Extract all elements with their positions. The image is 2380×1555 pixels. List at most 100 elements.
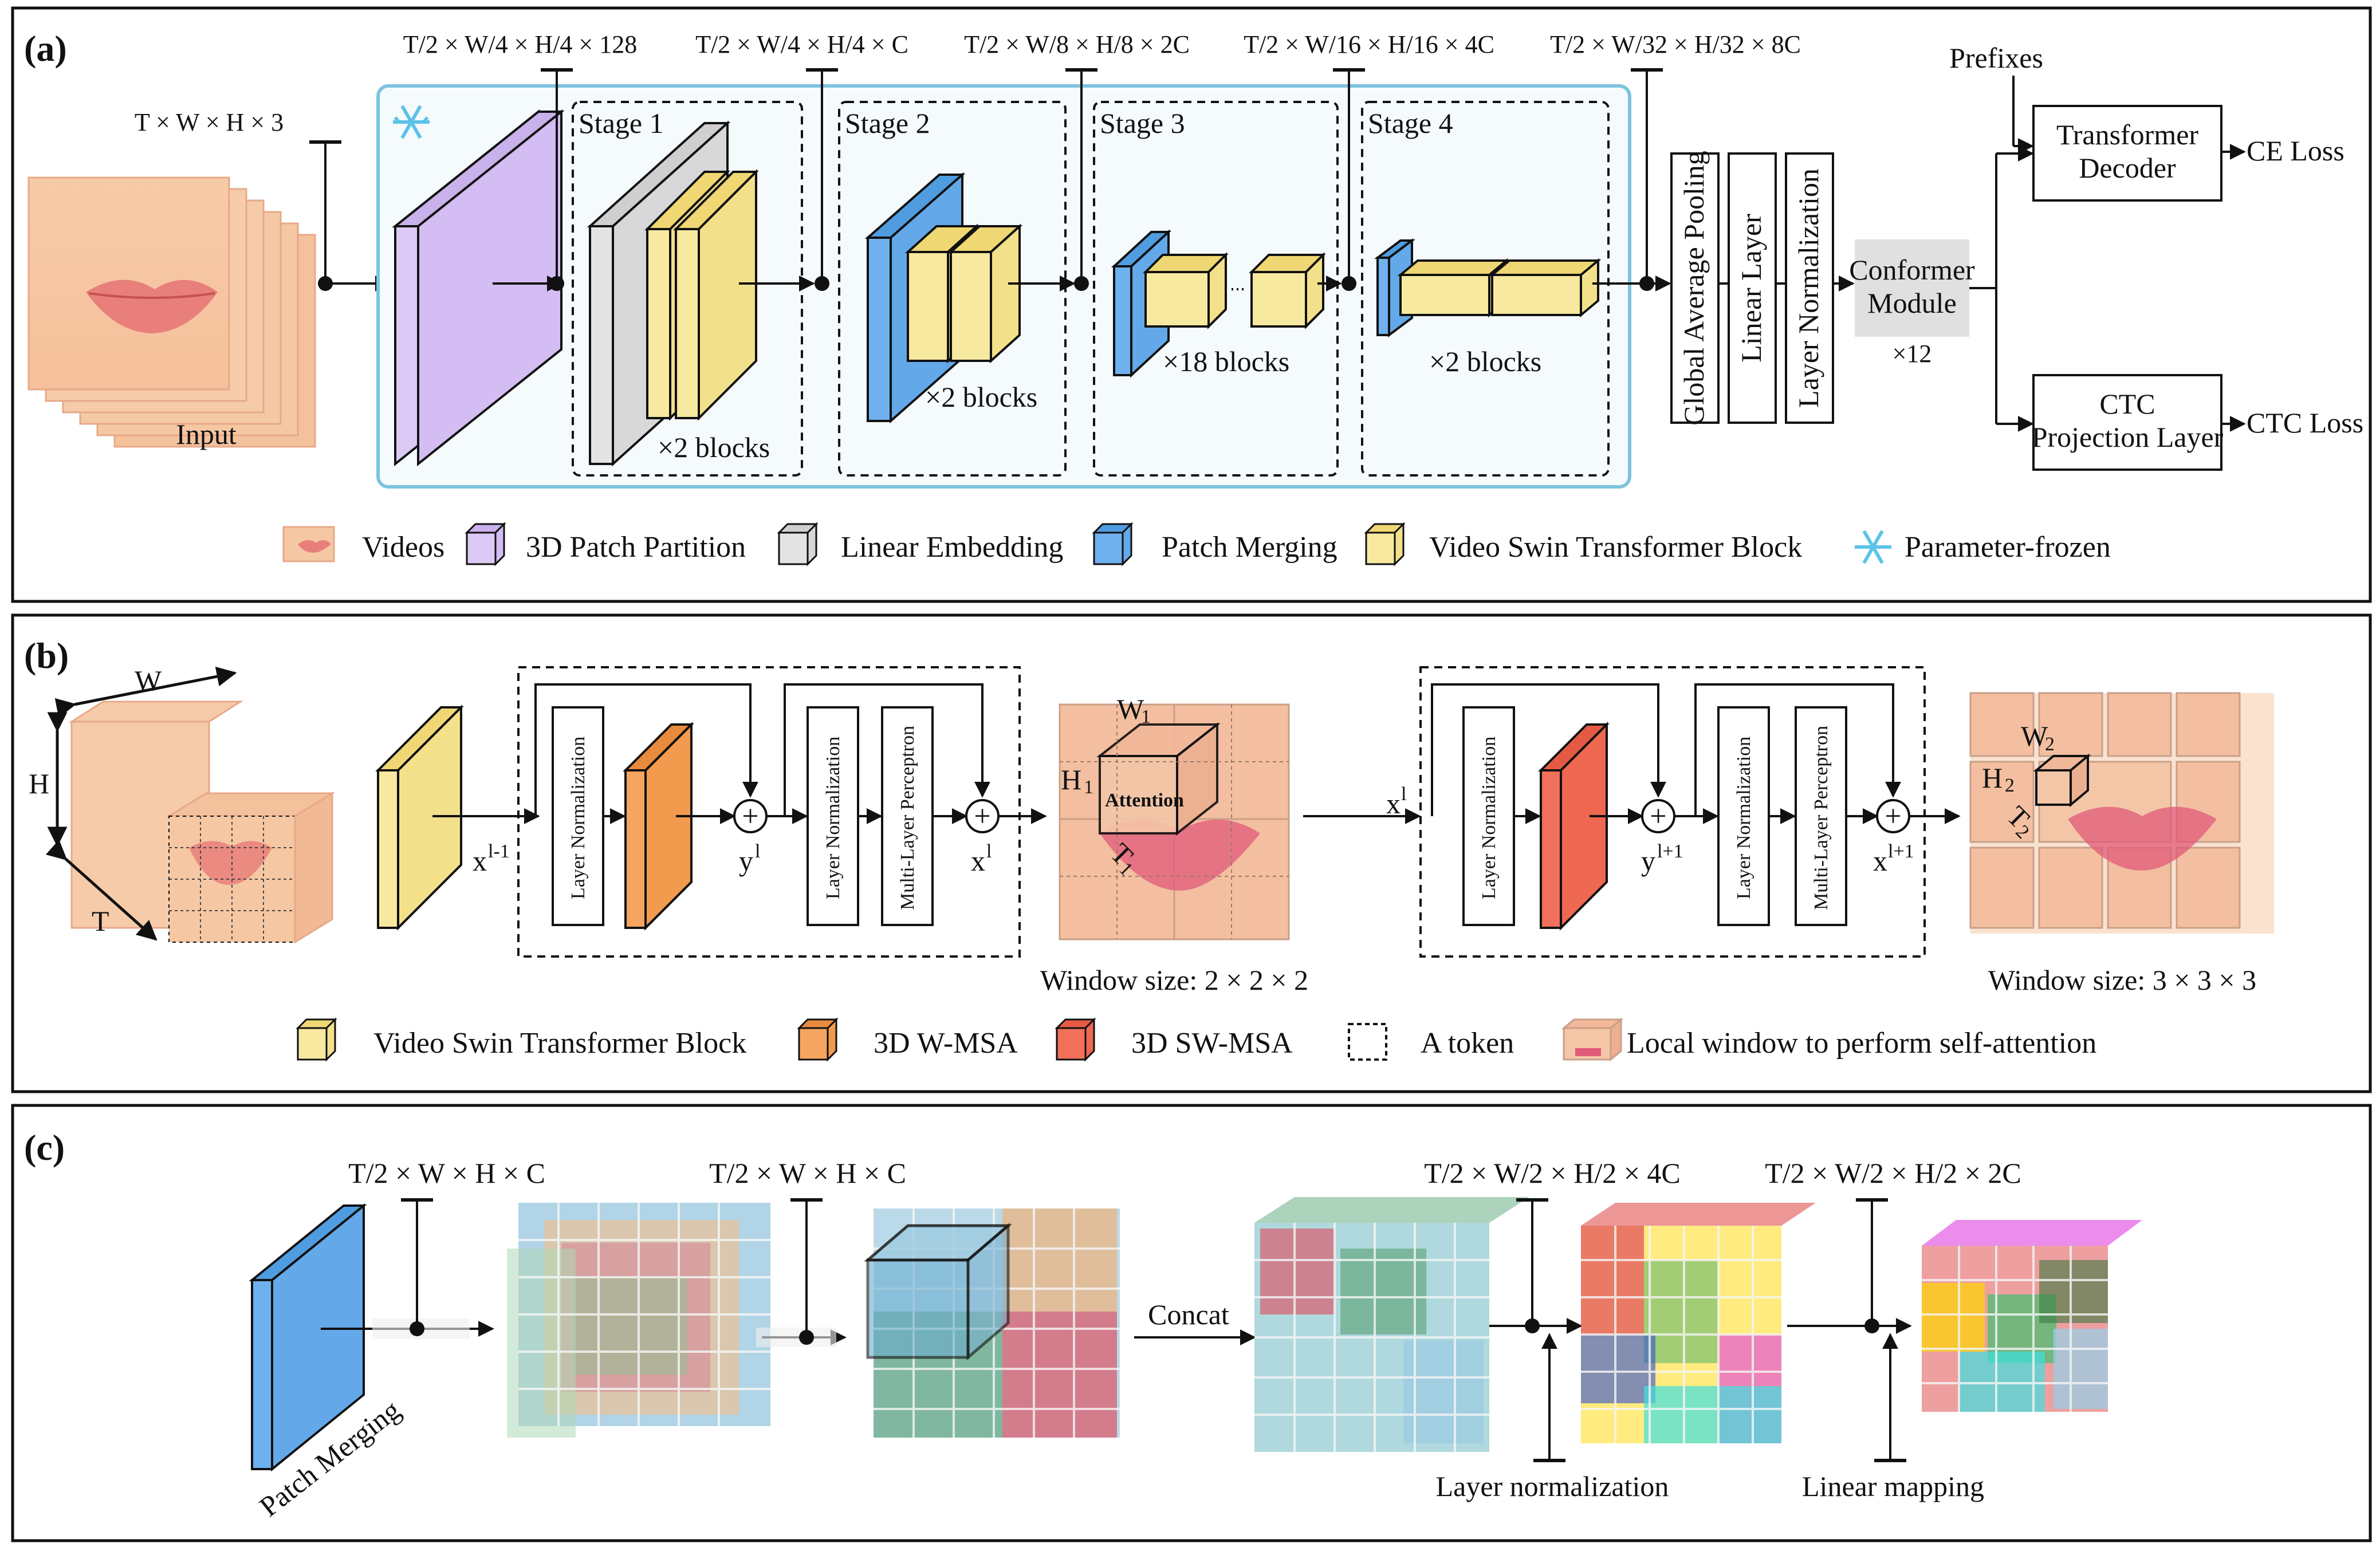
h2-sub: 2: [2005, 775, 2015, 796]
swin-block-detail-2: [1419, 666, 1926, 958]
layer-norm-label-2: Layer Normalization: [823, 737, 844, 899]
y-l-sup: l: [755, 841, 760, 862]
stage-1-label: Stage 1: [579, 107, 664, 139]
w2-label: W: [2021, 720, 2048, 752]
conformer-label-1: Conformer: [1849, 254, 1975, 286]
x-l-label-b2: x: [1386, 788, 1401, 820]
swin-block-stage-1: [644, 169, 759, 421]
dim-c-3: T/2 × W/2 × H/2 × 4C: [1424, 1157, 1681, 1189]
x-l-label: x: [971, 845, 985, 877]
swin-block-b: [375, 704, 464, 931]
stage-3-blocks-label: ×18 blocks: [1163, 345, 1289, 377]
legend-swin-block-swatch: [1365, 532, 1396, 565]
plus-icon: +: [1885, 800, 1901, 833]
layer-normalization-label: Layer Normalization: [1792, 168, 1824, 408]
legend-swin-block-label: Video Swin Transformer Block: [1429, 531, 1802, 564]
panel-c-tag: (c): [24, 1127, 65, 1168]
linear-map-c-label: Linear mapping: [1802, 1470, 1984, 1502]
snowflake-icon: [393, 105, 430, 139]
swin-block-stage-3: [1143, 252, 1326, 329]
legend-frozen-label: Parameter-frozen: [1905, 531, 2111, 564]
token-grid-3: [1254, 1197, 1529, 1452]
stage-2-label: Stage 2: [845, 107, 930, 139]
ctc-label-1: CTC: [2099, 388, 2155, 420]
x-l1-sup: l+1: [1888, 841, 1914, 862]
panel-b-tag: (b): [24, 635, 69, 676]
panel-a-tag: (a): [24, 28, 67, 69]
plus-icon: +: [742, 800, 758, 833]
transformer-decoder-label-2: Decoder: [2079, 152, 2176, 184]
h2-label: H: [1982, 762, 2003, 794]
legend-b-wmsa-label: 3D W-MSA: [874, 1027, 1018, 1060]
stage-4-blocks-label: ×2 blocks: [1429, 345, 1541, 377]
legend-b-swmsa-label: 3D SW-MSA: [1131, 1027, 1293, 1060]
x-l-sup: l: [986, 841, 992, 862]
layer-norm-label-3: Layer Normalization: [1478, 737, 1500, 899]
input-dim-label: T × W × H × 3: [135, 108, 284, 136]
w1-label: W: [1117, 693, 1144, 725]
legend-videos-label: Videos: [362, 531, 444, 564]
ce-loss-label: CE Loss: [2247, 135, 2344, 167]
patch-partition-block: [392, 109, 565, 467]
prefixes-label: Prefixes: [1949, 42, 2043, 74]
legend-a: Videos 3D Patch Partition Linear Embeddi…: [282, 522, 2111, 566]
sw-msa-block: [1538, 722, 1610, 931]
legend-b-token-label: A token: [1421, 1027, 1514, 1060]
axis-w-label: W: [135, 664, 162, 696]
panel-b: (b) W H T x l-1 Layer Normalizati: [11, 613, 2372, 1093]
swin-block-detail-1: [517, 666, 1021, 958]
axis-t-label: T: [92, 905, 109, 937]
dim-label-1: T/2 × W/4 × H/4 × 128: [403, 30, 638, 58]
plus-icon: +: [974, 800, 990, 833]
ctc-loss-label: CTC Loss: [2247, 407, 2363, 439]
lips-icon: [86, 279, 218, 333]
panel-c: (c) Patch Merging T/2 × W × H × C T/2 × …: [11, 1104, 2372, 1542]
ctc-projection-box: [2032, 374, 2222, 471]
x-prev-label: x: [473, 845, 487, 877]
x-prev-sup: l-1: [488, 841, 510, 862]
dim-label-3: T/2 × W/8 × H/8 × 2C: [964, 30, 1190, 58]
w1-sub: 1: [1141, 706, 1151, 727]
linear-layer-box: [1728, 152, 1777, 424]
plus-icon: +: [1650, 800, 1666, 833]
patch-merging-c: [249, 1203, 367, 1472]
y-l1-label: y: [1641, 845, 1655, 877]
stage-3-label: Stage 3: [1100, 107, 1185, 139]
token-grid-4: [1581, 1203, 1816, 1443]
dim-c-4: T/2 × W/2 × H/2 × 2C: [1765, 1157, 2021, 1189]
conformer-module-box: [1855, 239, 1969, 337]
layer-norm-box-2: [807, 706, 859, 926]
linear-layer-label: Linear Layer: [1735, 214, 1767, 363]
layer-norm-box-3: [1462, 706, 1515, 926]
layer-norm-c-label: Layer normalization: [1436, 1470, 1669, 1502]
axis-h-label: H: [29, 767, 49, 800]
layer-normalization-box: [1785, 152, 1834, 424]
dim-label-4: T/2 × W/16 × H/16 × 4C: [1244, 30, 1494, 58]
token-grid-1: [507, 1203, 770, 1438]
stage-4-label: Stage 4: [1368, 107, 1453, 139]
h1-label: H: [1061, 763, 1081, 796]
legend-linear-embedding-label: Linear Embedding: [841, 531, 1063, 564]
ctc-label-2: Projection Layer: [2032, 421, 2224, 453]
conformer-repeat-label: ×12: [1893, 340, 1932, 368]
attention-label: Attention: [1105, 790, 1184, 811]
mlp-label-2: Multi-Layer Perceptron: [1811, 726, 1832, 910]
legend-b-window-swatch: [1563, 1027, 1612, 1061]
h1-sub: 1: [1084, 777, 1093, 798]
legend-snowflake-icon: [1855, 530, 1891, 564]
input-video-stack: [27, 176, 316, 448]
layer-norm-label-1: Layer Normalization: [568, 737, 589, 899]
mlp-label-1: Multi-Layer Perceptron: [897, 726, 918, 910]
layer-norm-box-4: [1717, 706, 1770, 926]
w-msa-block: [623, 722, 694, 931]
global-average-pooling-box: [1670, 152, 1720, 424]
swin-block-stage-4: [1397, 258, 1602, 318]
token-grid-5: [1922, 1220, 2142, 1412]
legend-b-window-label: Local window to perform self-attention: [1627, 1027, 2096, 1060]
w2-sub: 2: [2045, 734, 2055, 755]
stage-4-box: [1361, 101, 1610, 477]
window-size-2-label: Window size: 3 × 3 × 3: [1988, 964, 2256, 996]
layer-norm-label-4: Layer Normalization: [1733, 737, 1754, 899]
legend-b: Video Swin Transformer Block 3D W-MSA 3D…: [296, 1017, 2096, 1062]
